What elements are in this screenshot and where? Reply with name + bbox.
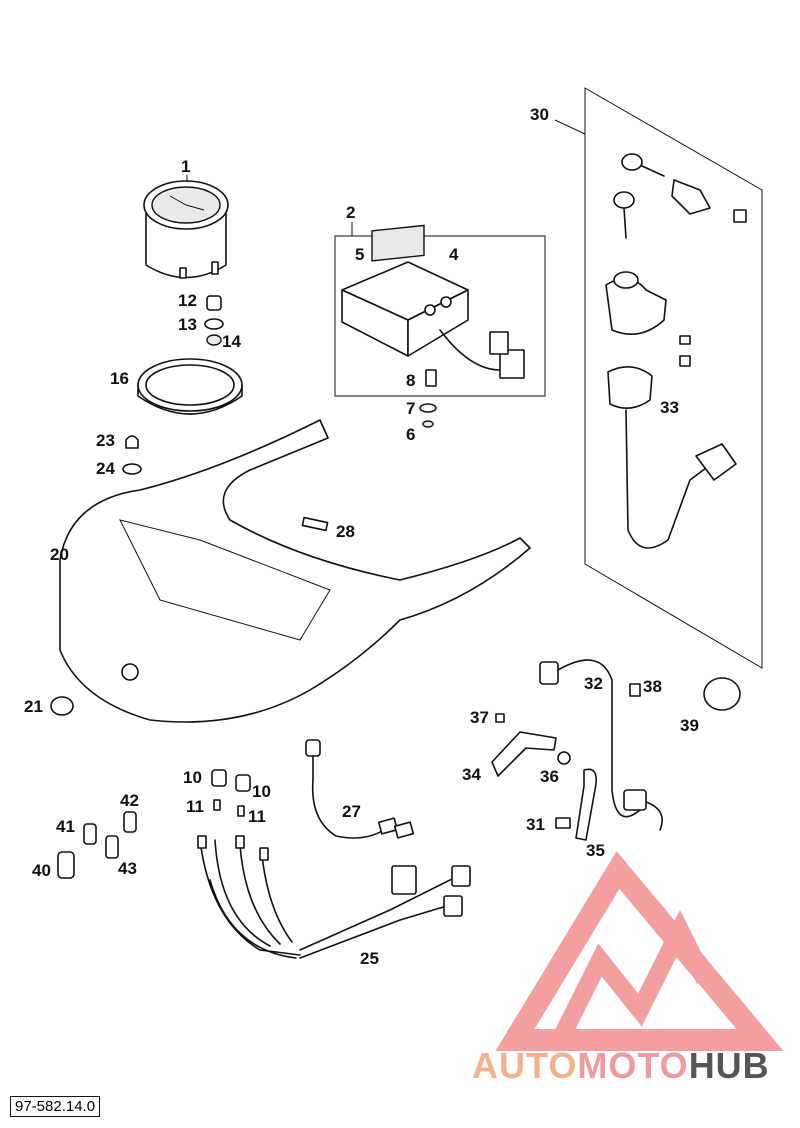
callout-23: 23 — [96, 431, 115, 450]
callout-4: 4 — [449, 245, 459, 264]
callout-25: 25 — [360, 949, 379, 968]
callout-6: 6 — [406, 425, 415, 444]
wire-harness-part — [197, 835, 471, 959]
callout-11-b: 11 — [248, 807, 266, 826]
callout-34: 34 — [462, 765, 481, 784]
cap-nut-part — [122, 435, 142, 475]
callout-41: 41 — [56, 817, 75, 836]
callout-37: 37 — [470, 708, 489, 727]
callout-14: 14 — [222, 332, 241, 351]
callout-30: 30 — [530, 105, 549, 124]
callout-20: 20 — [50, 545, 69, 564]
kill-switch-cable-part — [539, 659, 663, 831]
callout-1: 1 — [181, 157, 190, 176]
callout-13: 13 — [178, 315, 197, 334]
callout-21: 21 — [24, 697, 43, 716]
callout-11-a: 11 — [186, 797, 204, 816]
holder-part — [575, 768, 598, 841]
callout-38: 38 — [643, 677, 662, 696]
callout-28: 28 — [336, 522, 355, 541]
tachometer-part — [143, 180, 229, 279]
callout-36: 36 — [540, 767, 559, 786]
callout-32: 32 — [584, 674, 603, 693]
bulb-socket-part — [211, 769, 251, 817]
callout-40: 40 — [32, 861, 51, 880]
drawing-code: 97-582.14.0 — [10, 1096, 101, 1117]
lock-set-panel — [584, 87, 763, 669]
callout-39: 39 — [680, 716, 699, 735]
brand-part-moto: MOTO — [577, 1045, 689, 1086]
bike-computer-part — [341, 224, 525, 387]
plug-part — [50, 696, 74, 716]
callout-16: 16 — [110, 369, 129, 388]
callout-24: 24 — [96, 459, 115, 478]
callout-42: 42 — [120, 791, 139, 810]
watermark-brand: AUTOMOTOHUB — [472, 1045, 770, 1087]
brand-part-auto: AUTO — [472, 1045, 578, 1086]
cable-tie-part — [703, 677, 741, 711]
callout-33: 33 — [660, 398, 679, 417]
brand-part-hub: HUB — [688, 1045, 770, 1086]
callout-5: 5 — [355, 245, 364, 264]
callout-12: 12 — [178, 291, 197, 310]
sealing-ring-part — [137, 358, 243, 415]
screw-part — [495, 713, 505, 723]
sensor-cable-part — [305, 739, 415, 839]
callout-27: 27 — [342, 802, 361, 821]
callout-31: 31 — [526, 815, 545, 834]
indicator-lamp-part — [57, 811, 137, 879]
ignition-lock-part — [605, 153, 747, 549]
nut-part — [204, 295, 224, 346]
clip-part — [629, 683, 641, 697]
bolt-part — [555, 817, 571, 829]
callout-10-b: 10 — [252, 782, 271, 801]
callout-2: 2 — [346, 203, 355, 222]
washer-part — [419, 403, 437, 428]
headlight-mask-part — [59, 419, 531, 723]
callout-10-a: 10 — [183, 768, 202, 787]
callout-8: 8 — [406, 371, 415, 390]
spacer-part — [557, 751, 571, 765]
callout-43: 43 — [118, 859, 137, 878]
callout-35: 35 — [586, 841, 605, 860]
watermark-logo-icon — [495, 851, 784, 1051]
callout-7: 7 — [406, 399, 415, 418]
bracket-part — [491, 731, 557, 777]
computer-group-box — [334, 235, 546, 397]
